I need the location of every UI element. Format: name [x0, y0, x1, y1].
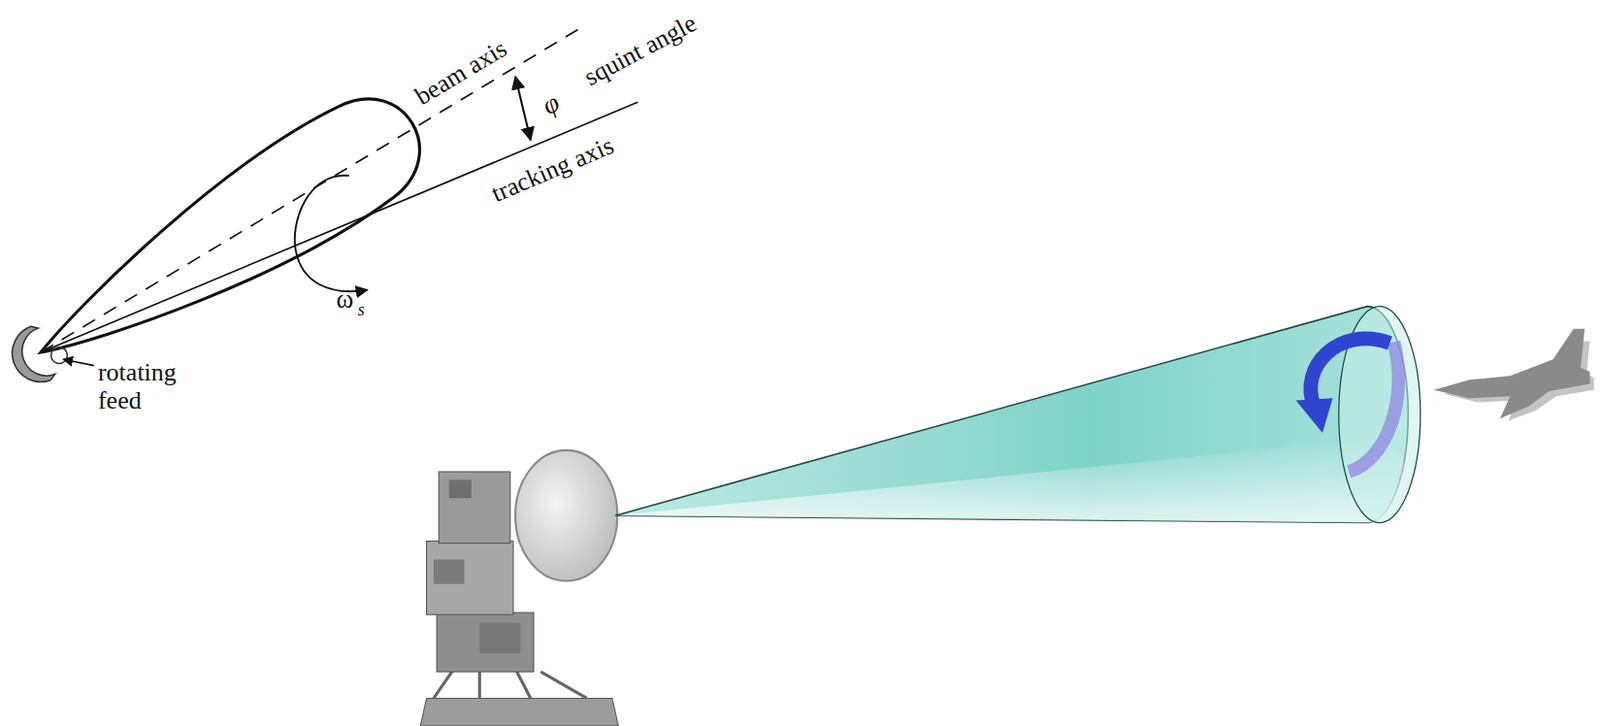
dish: [515, 450, 618, 582]
subscript: s: [358, 300, 365, 321]
small-dish: [3, 324, 57, 391]
detail: [433, 558, 465, 584]
part-label: rotating feed: [97, 359, 215, 415]
feed-symbol: [51, 347, 68, 364]
cone-highlight: [615, 438, 1409, 523]
lower-housing: [436, 612, 534, 672]
axis-label: squint angle: [580, 9, 702, 93]
angle-symbol: φ: [537, 87, 565, 121]
rotation-arrow: [294, 175, 368, 292]
beam-lobe: [10, 76, 442, 397]
rate-symbol: ω: [336, 285, 355, 315]
upper-housing: [438, 471, 511, 544]
axis-label: tracking axis: [488, 131, 619, 209]
beam-cone: [615, 306, 1421, 523]
base-plate: [420, 697, 619, 725]
scan-arrowhead: [1296, 397, 1334, 433]
detail: [449, 479, 472, 498]
axis-label: beam axis: [410, 35, 512, 112]
radar-pedestal: [420, 450, 619, 726]
squint-arrow: [515, 76, 531, 140]
feed-pointer: [63, 359, 95, 365]
aircraft: [1434, 328, 1595, 422]
tracking-axis-line: [40, 101, 638, 353]
scan-arrow-back: [1348, 341, 1399, 472]
detail: [479, 622, 521, 654]
scan-arrow: [1310, 338, 1391, 407]
schematic: [3, 26, 638, 396]
mid-housing: [426, 541, 514, 616]
aircraft-body: [1434, 328, 1591, 420]
base-legs: [433, 668, 588, 698]
